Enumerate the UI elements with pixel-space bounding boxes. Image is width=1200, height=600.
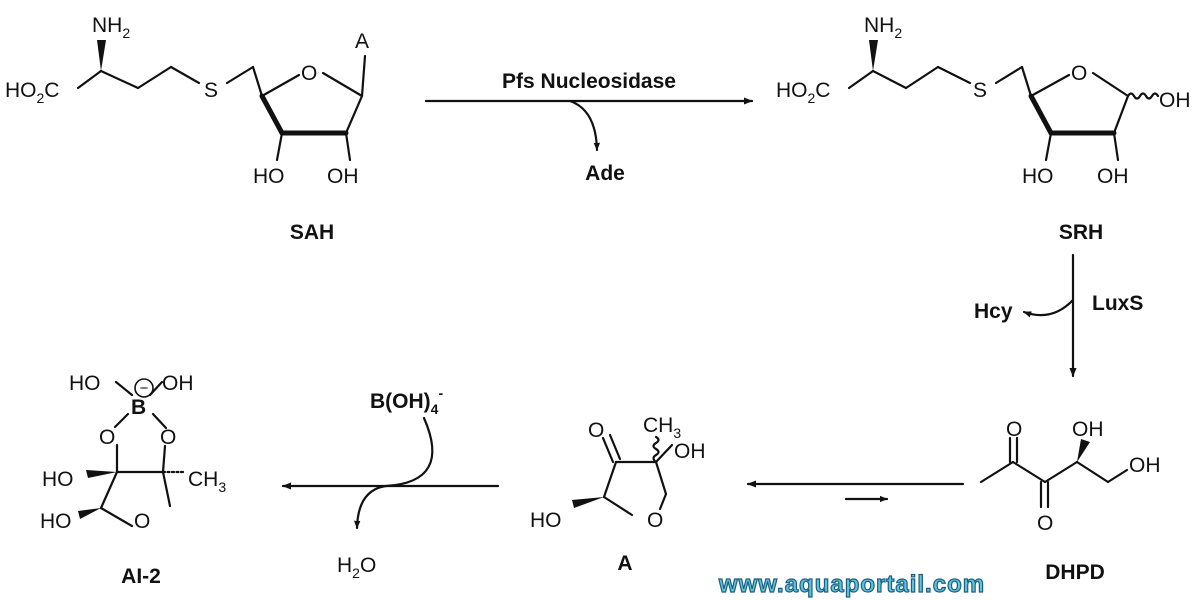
a-ring-oxygen: O [647,509,663,532]
sah-adenine-substituent: A [355,30,369,53]
step1-curved-arrow [568,99,601,152]
ai2-negative-charge: − [140,380,149,397]
a-keto-oxygen: O [588,419,604,442]
watermark-text: www.aquaportail.com [718,571,985,598]
srh-nh2: NH2 [864,14,902,41]
ai2-hydroxyl-top-left: HO [69,372,101,395]
sah-sulfur: S [204,79,218,102]
sah-hydroxyl-left: HO [253,165,285,188]
step2-curved-arrow [1022,298,1075,318]
sah-nh2: NH2 [92,14,130,41]
ai2-boron: B [131,396,146,419]
sah-label: SAH [290,221,334,244]
srh-carboxyl: HO2C [776,79,830,106]
step4-curved-out [353,484,388,530]
sah-ring-oxygen: O [301,62,317,85]
a-hydroxyl-left: HO [530,509,562,532]
dhpd-label: DHPD [1045,561,1105,584]
step2-enzyme-label: LuxS [1092,292,1143,315]
step2-byproduct-label: Hcy [974,300,1013,323]
ai2-oxygen-right: O [160,426,176,449]
dhpd-hydroxyl-right: OH [1129,454,1161,477]
step1-byproduct-label: Ade [585,162,625,185]
compound-srh: NH2 HO2C S O OH HO OH SRH [776,14,1191,244]
sah-bonds [76,40,367,162]
dhpd-hydroxyl-top: OH [1072,418,1104,441]
step2-luxs: LuxS Hcy [974,253,1143,378]
compound-a: O CH3 OH HO O A [530,414,706,575]
dhpd-bonds [979,436,1129,509]
step1-pfs-nucleosidase: Pfs Nucleosidase Ade [424,70,754,185]
step3-equilibrium [746,480,965,503]
step4-byproduct-label: H2O [337,554,376,581]
srh-hydroxyl-left: HO [1022,165,1054,188]
ai2-hydroxyl-top-right: OH [162,372,194,395]
dhpd-carbonyl-top: O [1006,418,1022,441]
ai2-oxygen-left: O [99,426,115,449]
ai2-methyl: CH3 [188,468,226,495]
step1-enzyme-label: Pfs Nucleosidase [502,70,676,93]
srh-label: SRH [1059,221,1103,244]
step4-reagent-label: B(OH)4- [370,385,443,417]
ai2-hydroxyl-lower: HO [40,510,72,533]
step4-borate-complexation: B(OH)4- H2O [281,385,500,581]
sah-carboxyl: HO2C [5,79,59,106]
srh-hydroxyl-right: OH [1097,165,1129,188]
compound-dhpd: O OH OH O DHPD [979,418,1161,584]
dhpd-carbonyl-bottom: O [1037,512,1053,535]
ai2-negative-charge-circle [134,378,154,398]
ai2-bonds [78,380,187,528]
a-methyl: CH3 [643,414,681,441]
a-bonds [572,433,674,517]
a-hydroxyl: OH [674,440,706,463]
ai2-hydroxyl-middle: HO [42,468,74,491]
compound-sah: NH2 HO2C S O A HO OH SAH [5,14,369,244]
a-label: A [617,552,632,575]
ai2-label: AI-2 [121,565,161,588]
srh-sulfur: S [973,79,987,102]
ai2-ring-oxygen: O [134,510,150,533]
sah-hydroxyl-right: OH [327,165,359,188]
srh-anomeric-hydroxyl: OH [1159,89,1191,112]
step4-curved-in [384,416,434,488]
compound-ai2: HO OH − B O O HO CH3 HO O AI-2 [40,372,226,588]
srh-ring-oxygen: O [1071,62,1087,85]
srh-bonds [847,40,1160,162]
